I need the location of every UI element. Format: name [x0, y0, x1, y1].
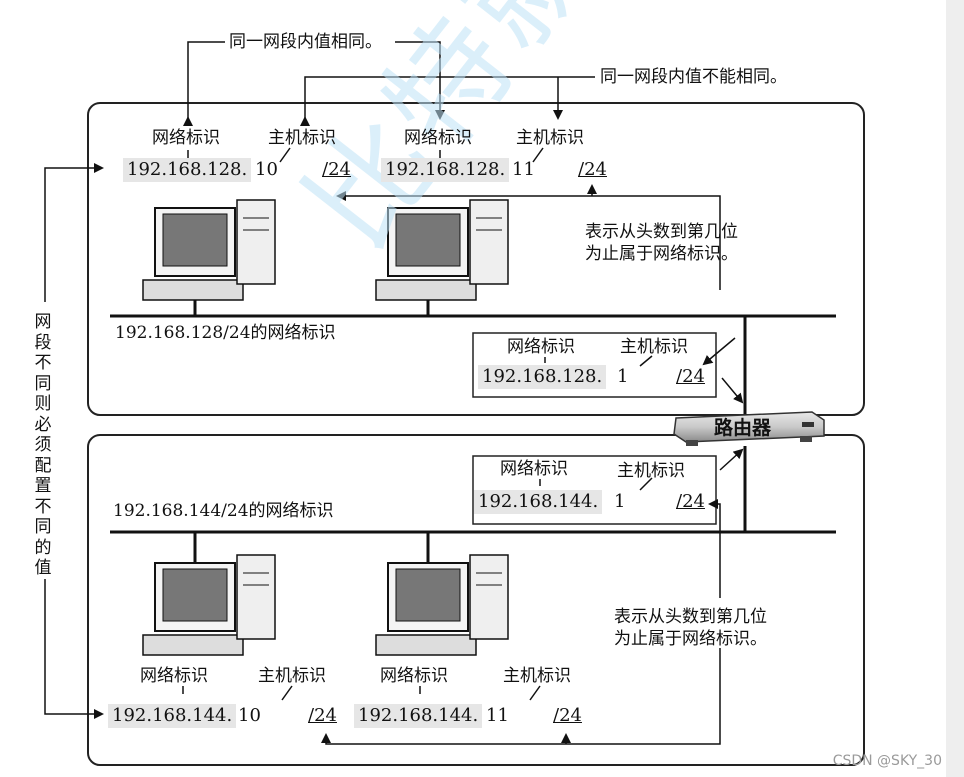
computer-icon-s1-pc2 [375, 199, 509, 301]
host-id-label-s2-pc1: 主机标识 [258, 666, 326, 686]
host-id-label-s1-router: 主机标识 [620, 337, 688, 357]
host-id-label-s1-pc1: 主机标识 [268, 128, 336, 148]
prefix-note-s1-line2: 为止属于网络标识。 [585, 244, 738, 264]
s1-pc2-network-address: 192.168.128. [381, 158, 510, 182]
s1-pc2-host-address: 11 [512, 159, 535, 180]
s1-pc1-host-address: 10 [255, 159, 278, 180]
s2-pc1-host-address: 10 [238, 705, 261, 726]
csdn-credit: CSDN @SKY_30 [832, 753, 942, 769]
page-scrollbar[interactable] [946, 0, 964, 777]
prefix-note-s2-line1: 表示从头数到第几位 [614, 607, 767, 627]
network-id-label-s1-pc1: 网络标识 [152, 128, 220, 148]
router-device [673, 411, 825, 446]
s2-router-prefix: /24 [676, 491, 705, 512]
s1-pc2-prefix: /24 [578, 159, 607, 180]
s2-pc1-network-address: 192.168.144. [108, 704, 237, 728]
host-id-label-s2-pc2: 主机标识 [503, 666, 571, 686]
prefix-note-s2-line2: 为止属于网络标识。 [614, 629, 767, 649]
segment2-box [87, 434, 865, 766]
computer-icon-s1-pc1 [142, 199, 276, 301]
network-id-label-s1-router: 网络标识 [507, 337, 575, 357]
s1-router-network-address: 192.168.128. [478, 365, 607, 389]
network-id-label-s1-pc2: 网络标识 [404, 128, 472, 148]
prefix-note-s1-line1: 表示从头数到第几位 [585, 222, 738, 242]
different-segment-note: 网段不同则必须配置不同的值 [32, 312, 54, 579]
s2-pc2-network-address: 192.168.144. [354, 704, 483, 728]
host-id-label-s2-router: 主机标识 [617, 461, 685, 481]
host-id-label-s1-pc2: 主机标识 [516, 128, 584, 148]
segment2-caption: 192.168.144/24的网络标识 [113, 501, 334, 521]
s2-router-network-address: 192.168.144. [474, 490, 603, 514]
s2-pc2-prefix: /24 [553, 705, 582, 726]
computer-icon-s2-pc1 [142, 554, 276, 656]
different-value-note: 同一网段内值不能相同。 [600, 67, 787, 87]
s2-router-host-address: 1 [614, 491, 626, 512]
same-value-note: 同一网段内值相同。 [229, 32, 382, 52]
network-id-label-s2-router: 网络标识 [500, 459, 568, 479]
s1-router-host-address: 1 [617, 366, 629, 387]
computer-icon-s2-pc2 [375, 554, 509, 656]
s1-router-prefix: /24 [676, 366, 705, 387]
segment1-box [87, 102, 865, 416]
segment1-caption: 192.168.128/24的网络标识 [115, 323, 336, 343]
s1-pc1-prefix: /24 [322, 159, 351, 180]
network-id-label-s2-pc2: 网络标识 [380, 666, 448, 686]
router-label: 路由器 [714, 417, 772, 439]
s2-pc1-prefix: /24 [308, 705, 337, 726]
s1-pc1-network-address: 192.168.128. [123, 158, 252, 182]
s2-pc2-host-address: 11 [486, 705, 509, 726]
network-id-label-s2-pc1: 网络标识 [140, 666, 208, 686]
